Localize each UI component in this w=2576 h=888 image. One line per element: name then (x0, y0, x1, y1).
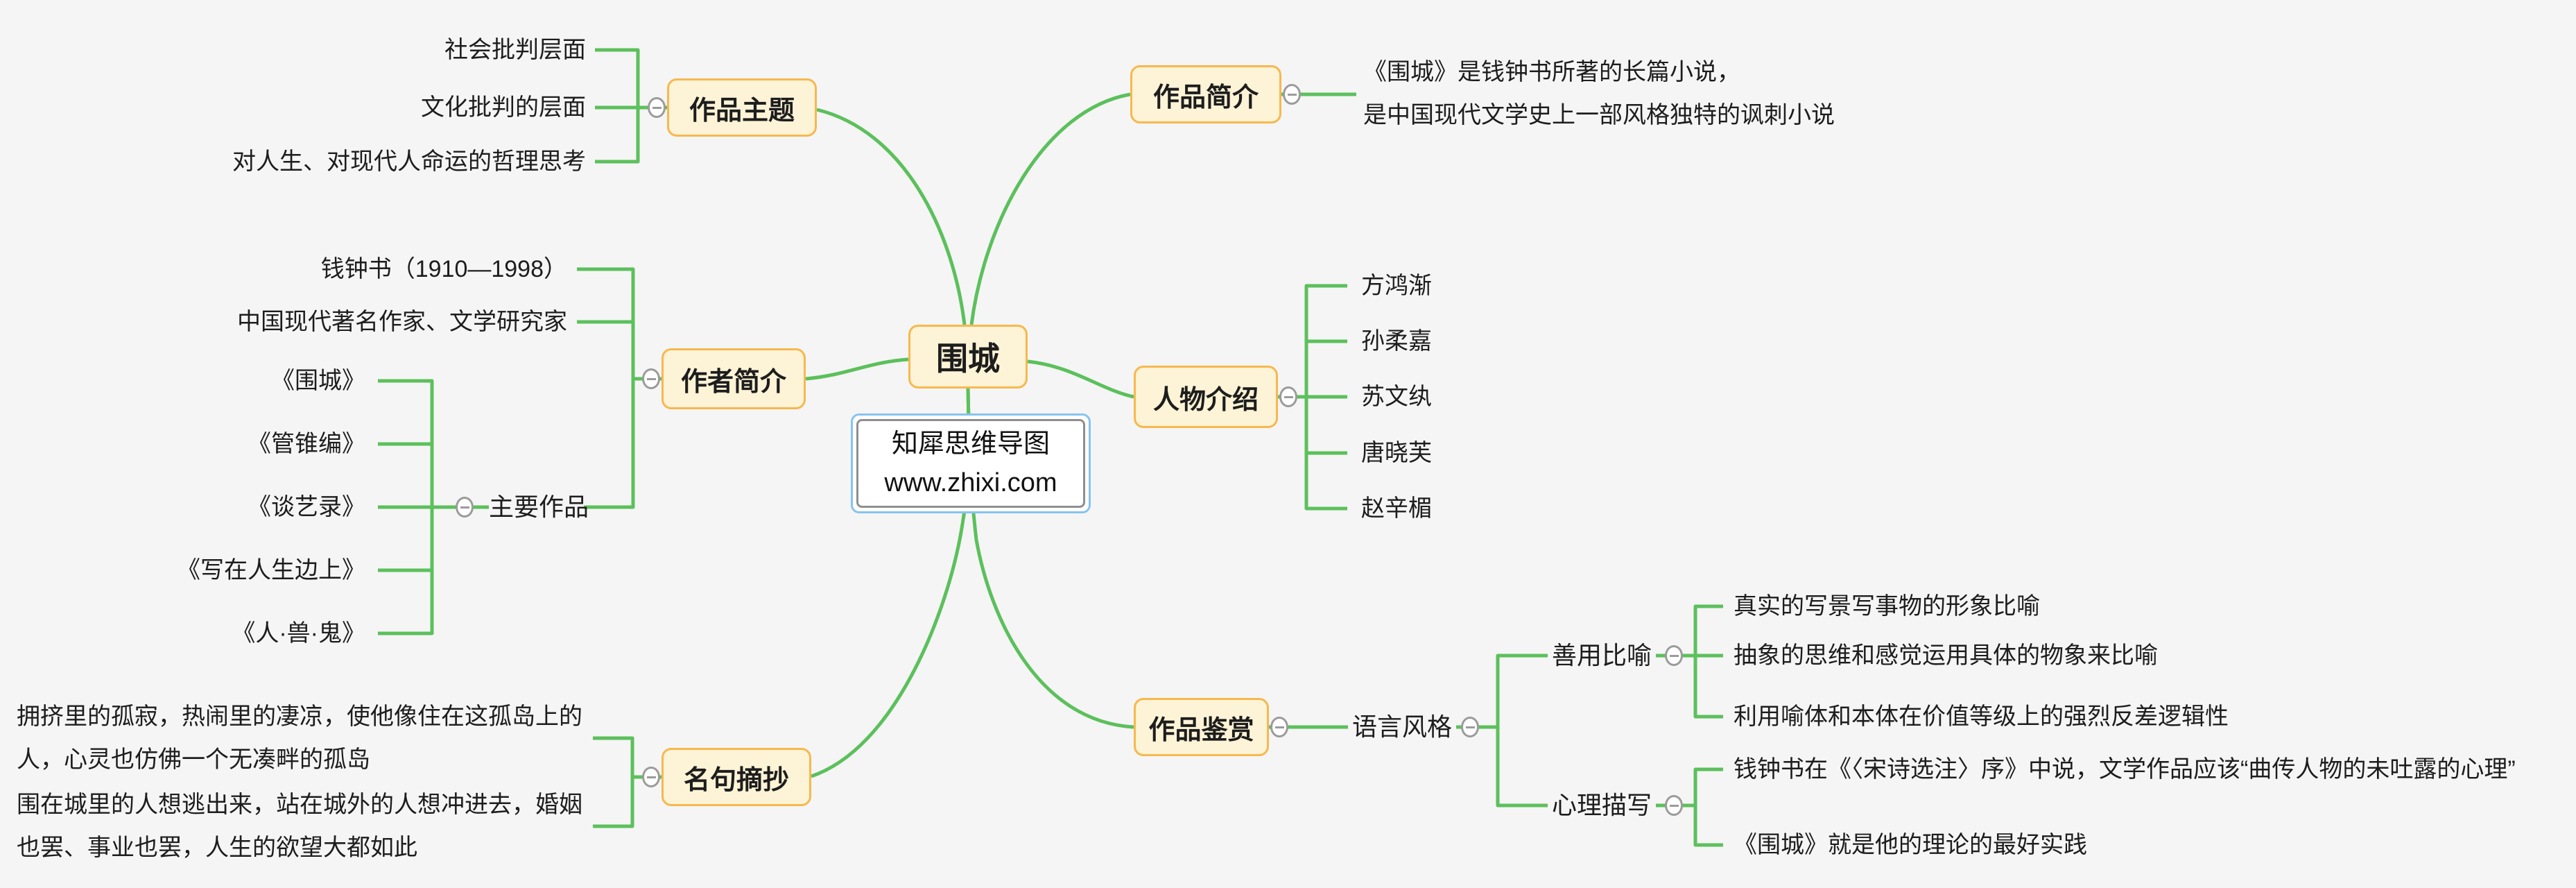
watermark-box: 知犀思维导图 www.zhixi.com (851, 413, 1091, 513)
branch-intro[interactable]: 作品简介 (1130, 65, 1281, 123)
metaphor-label[interactable]: 善用比喻 (1552, 641, 1652, 669)
collapse-icon[interactable] (1665, 795, 1683, 816)
collapse-icon[interactable] (456, 497, 474, 518)
works-child[interactable]: 《写在人生边上》 (177, 557, 365, 583)
intro-text-line[interactable]: 是中国现代文学史上一部风格独特的讽刺小说 (1363, 102, 1835, 128)
collapse-icon[interactable] (642, 767, 660, 787)
character-item[interactable]: 赵辛楣 (1361, 495, 1432, 522)
watermark-content: 知犀思维导图 www.zhixi.com (856, 419, 1085, 508)
metaphor-child[interactable]: 抽象的思维和感觉运用具体的物象来比喻 (1734, 642, 2158, 669)
theme-child[interactable]: 对人生、对现代人命运的哲理思考 (232, 148, 586, 175)
branch-appreciation[interactable]: 作品鉴赏 (1134, 698, 1269, 756)
connector-metaphor-children (1693, 604, 1723, 719)
collapse-icon[interactable] (648, 97, 666, 118)
watermark-url: www.zhixi.com (884, 468, 1057, 497)
works-child[interactable]: 《谈艺录》 (248, 494, 365, 520)
collapse-icon[interactable] (1270, 717, 1288, 737)
character-item[interactable]: 唐晓芙 (1361, 440, 1432, 466)
works-child[interactable]: 《围城》 (271, 368, 365, 394)
quote-line[interactable]: 拥挤里的孤寂，热闹里的凄凉，使他像住在这孤岛上的 (17, 703, 582, 730)
connector-author-trunk (577, 267, 635, 509)
psych-label[interactable]: 心理描写 (1552, 791, 1652, 819)
metaphor-child[interactable]: 利用喻体和本体在价值等级上的强烈反差逻辑性 (1734, 703, 2229, 730)
connector-quotes-trunk (593, 736, 634, 828)
connector-root-author (805, 357, 909, 381)
quote-line[interactable]: 也罢、事业也罢，人生的欲望大都如此 (17, 835, 417, 861)
author-child[interactable]: 钱钟书（1910—1998） (320, 256, 567, 282)
branch-characters[interactable]: 人物介绍 (1134, 366, 1278, 428)
psych-child[interactable]: 《围城》就是他的理论的最好实践 (1734, 832, 2087, 858)
works-label[interactable]: 主要作品 (489, 493, 589, 521)
collapse-icon[interactable] (1461, 717, 1479, 737)
branch-quotes[interactable]: 名句摘抄 (662, 748, 811, 806)
connector-style-trunk (1496, 654, 1548, 808)
connector-theme-root (816, 108, 967, 325)
branch-author[interactable]: 作者简介 (662, 348, 806, 409)
connector-intro-root (969, 92, 1131, 325)
collapse-icon[interactable] (1665, 645, 1683, 666)
root-node[interactable]: 围城 (908, 325, 1028, 388)
connector-psych-children (1693, 767, 1723, 847)
works-child[interactable]: 《人·兽·鬼》 (232, 620, 365, 647)
branch-theme[interactable]: 作品主题 (667, 78, 817, 137)
style-label[interactable]: 语言风格 (1352, 712, 1453, 741)
character-item[interactable]: 方鸿渐 (1361, 273, 1432, 299)
connector-root-characters (1027, 359, 1134, 399)
collapse-icon[interactable] (1283, 84, 1301, 105)
collapse-icon[interactable] (1279, 386, 1297, 407)
psych-child[interactable]: 钱钟书在《〈宋诗选注〉序》中说，文学作品应该“曲传人物的未吐露的心理” (1734, 756, 2516, 783)
character-item[interactable]: 苏文纨 (1361, 384, 1432, 410)
author-child[interactable]: 中国现代著名作家、文学研究家 (237, 309, 567, 335)
works-child[interactable]: 《管锥编》 (248, 431, 365, 457)
watermark-title: 知犀思维导图 (891, 429, 1050, 459)
collapse-icon[interactable] (642, 368, 660, 389)
quote-line[interactable]: 围在城里的人想逃出来，站在城外的人想冲进去，婚姻 (17, 792, 582, 818)
quote-line[interactable]: 人，心灵也仿佛一个无凑畔的孤岛 (17, 746, 370, 773)
metaphor-child[interactable]: 真实的写景写事物的形象比喻 (1734, 593, 2040, 620)
theme-child[interactable]: 文化批判的层面 (421, 94, 586, 121)
theme-child[interactable]: 社会批判层面 (444, 37, 586, 63)
character-item[interactable]: 孙柔嘉 (1361, 328, 1432, 355)
intro-text-line[interactable]: 《围城》是钱钟书所著的长篇小说， (1363, 59, 1740, 85)
